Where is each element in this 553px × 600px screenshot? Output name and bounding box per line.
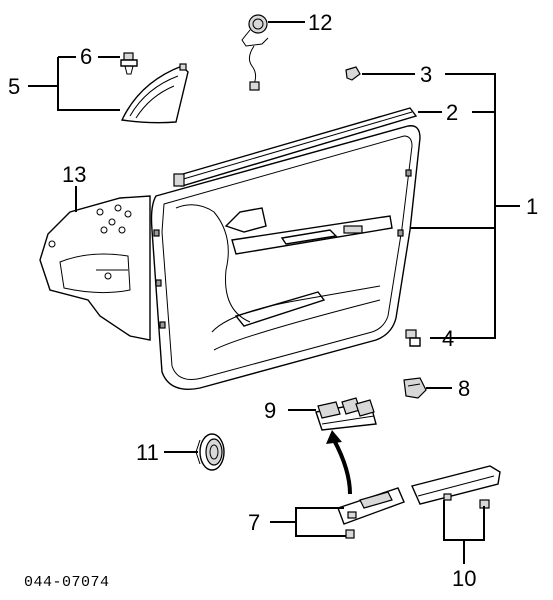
diagram-code: 044-07074 xyxy=(24,574,110,591)
callout-2: 2 xyxy=(446,100,458,125)
part-12-speaker-harness xyxy=(241,14,269,91)
callout-10: 10 xyxy=(452,566,476,591)
callout-12: 12 xyxy=(308,10,332,35)
callout-4: 4 xyxy=(442,326,454,351)
callout-13: 13 xyxy=(62,162,86,187)
part-4-clip xyxy=(405,329,421,347)
callout-7: 7 xyxy=(248,510,260,535)
part-10-armrest-base xyxy=(411,465,501,509)
leader-7 xyxy=(295,507,346,537)
part-8-clip xyxy=(403,377,427,399)
callout-9: 9 xyxy=(264,398,276,423)
part-13-inner-panel xyxy=(39,195,151,341)
part-2-belt-moulding xyxy=(173,107,418,187)
part-11-speaker xyxy=(195,433,225,471)
callout-11: 11 xyxy=(136,440,159,465)
leader-5a xyxy=(57,57,120,111)
part-6-clip xyxy=(120,52,138,75)
part-9-window-switch xyxy=(315,397,377,431)
part-5-mirror-cover xyxy=(120,63,189,124)
part-7-switch-bezel xyxy=(337,487,405,539)
part-1-door-trim-panel xyxy=(150,125,421,390)
leader-10 xyxy=(443,500,485,541)
assembly-arrowhead xyxy=(326,430,342,444)
callout-6: 6 xyxy=(80,44,92,69)
callout-5: 5 xyxy=(8,74,20,99)
part-3-clip xyxy=(345,66,361,81)
callout-8: 8 xyxy=(458,376,470,401)
leader-1-bracket xyxy=(430,73,496,339)
callout-1: 1 xyxy=(526,194,538,219)
assembly-arrow xyxy=(332,439,352,495)
callout-3: 3 xyxy=(420,62,432,87)
